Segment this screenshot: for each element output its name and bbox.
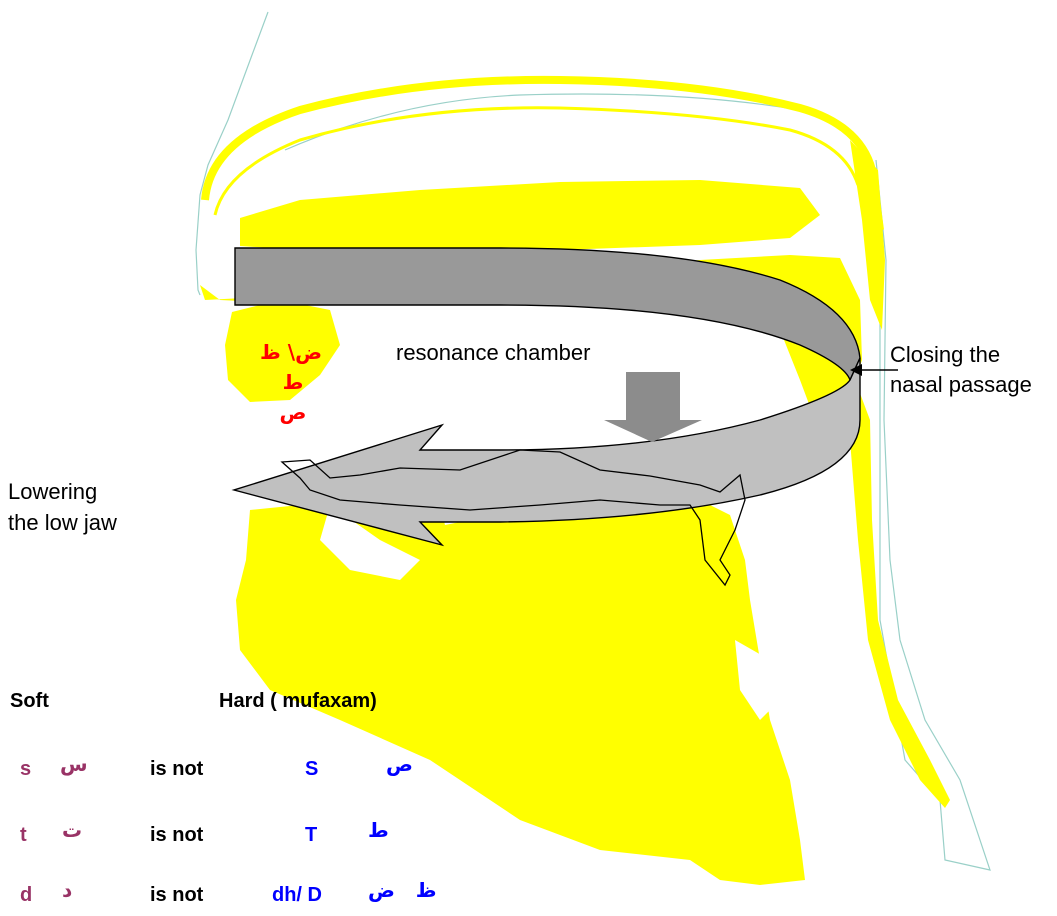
hard-arabic: ظ ض (368, 878, 437, 902)
lowering-label-line1: Lowering (8, 477, 97, 507)
relation-text: is not (150, 758, 203, 781)
header-soft: Soft (10, 690, 49, 713)
header-hard: Hard ( mufaxam) (219, 690, 377, 713)
lower-jaw-region (236, 492, 805, 885)
lowering-label-line2: the low jaw (8, 508, 117, 538)
hard-arabic: ص (386, 752, 413, 776)
closing-label-line2: nasal passage (890, 370, 1032, 400)
hard-latin: T (305, 824, 317, 847)
arabic-mark-line2: ط (278, 370, 308, 394)
resonance-label: resonance chamber (396, 338, 590, 368)
arabic-mark-line3: ص (278, 400, 308, 424)
closing-label-line1: Closing the (890, 340, 1000, 370)
soft-latin: s (20, 758, 31, 781)
relation-text: is not (150, 824, 203, 847)
soft-arabic: ت (62, 818, 82, 842)
soft-latin: t (20, 824, 27, 847)
hard-latin: dh/ D (272, 884, 322, 907)
down-arrow (604, 372, 702, 442)
hard-latin: S (305, 758, 318, 781)
upper-nasal-region (240, 180, 820, 252)
arabic-mark-line1: ض\ ظ (262, 340, 322, 364)
hard-arabic: ط (368, 818, 389, 842)
soft-latin: d (20, 884, 32, 907)
soft-arabic: س (60, 752, 88, 776)
neck-back-strip (850, 380, 950, 808)
relation-text: is not (150, 884, 203, 907)
soft-arabic: د (62, 878, 72, 902)
